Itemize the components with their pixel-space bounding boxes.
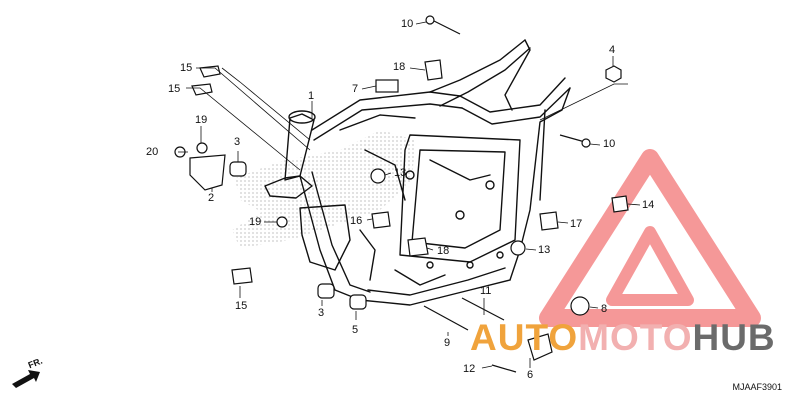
callout-13-lower: 13 [538, 244, 551, 256]
callout-7: 7 [352, 83, 359, 95]
callout-15-middle: 15 [168, 83, 181, 95]
callout-19-upper: 19 [195, 114, 208, 126]
watermark-part-1: AUTO [470, 317, 579, 358]
callout-10-top: 10 [401, 18, 414, 30]
diagram-code: MJAAF3901 [732, 382, 782, 392]
callout-12: 12 [463, 363, 476, 375]
callout-17: 17 [570, 218, 583, 230]
callout-11: 11 [480, 285, 492, 297]
callout-9: 9 [444, 337, 451, 349]
watermark-logo-triangles [539, 149, 761, 327]
watermark-part-2: MOTO [578, 317, 693, 358]
callout-18-upper: 18 [393, 61, 406, 73]
watermark-part-3: HUB [692, 317, 776, 358]
callout-3-lower: 3 [318, 307, 325, 319]
watermark-wordmark: AUTOMOTOHUB [470, 318, 776, 358]
callout-16: 16 [350, 215, 363, 227]
shaded-area [232, 130, 415, 248]
callout-15-top: 15 [180, 62, 193, 74]
callout-18-lower: 18 [437, 245, 450, 257]
callout-2: 2 [208, 192, 215, 204]
callout-4: 4 [609, 44, 616, 56]
callout-10-right: 10 [603, 138, 616, 150]
callout-14: 14 [642, 199, 655, 211]
front-direction-arrow [12, 370, 40, 388]
loose-parts [174, 15, 629, 373]
callout-8: 8 [601, 303, 608, 315]
callout-13-upper: 13 [394, 167, 407, 179]
callout-3-upper: 3 [234, 136, 241, 148]
callout-15-bottom: 15 [235, 300, 248, 312]
frame-outline [264, 39, 571, 306]
callout-20: 20 [146, 146, 159, 158]
callout-1: 1 [308, 90, 315, 102]
callout-5: 5 [352, 324, 359, 336]
callout-19-lower: 19 [249, 216, 262, 228]
callout-6: 6 [527, 369, 534, 381]
leader-lines [178, 21, 641, 369]
